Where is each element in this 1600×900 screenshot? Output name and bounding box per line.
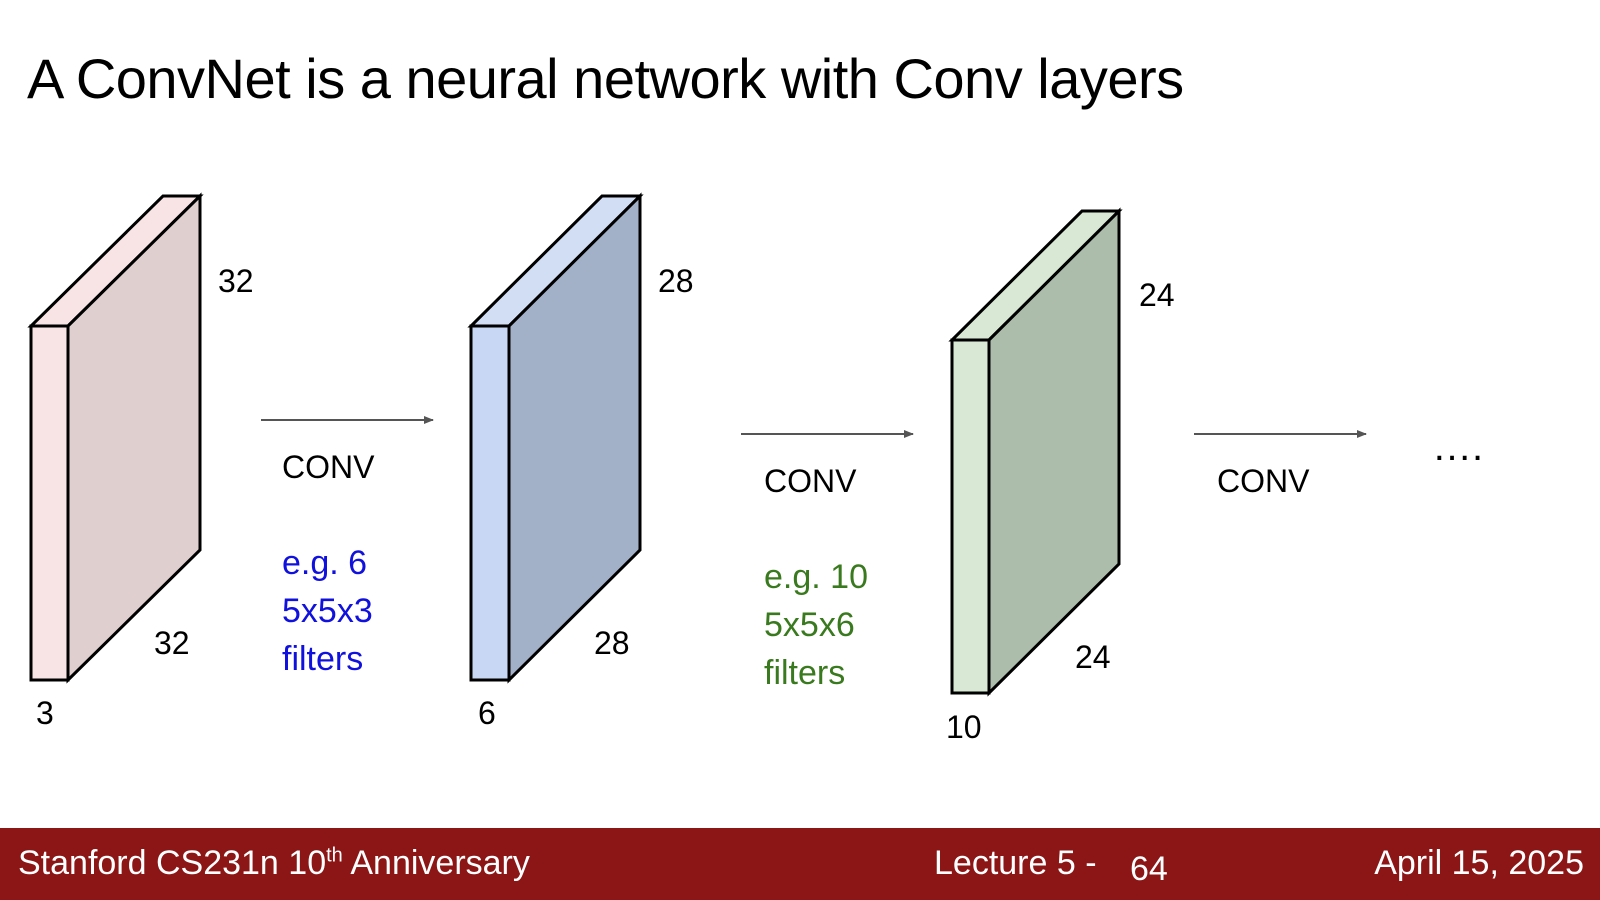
- conv-label-2: CONV: [764, 463, 857, 499]
- footer-course-name: Stanford CS231n 10: [18, 844, 327, 882]
- volume-input-width: 32: [154, 625, 190, 661]
- volume-input-depth: 3: [36, 695, 54, 731]
- volume-conv1-depth: 6: [478, 695, 496, 731]
- filters-text-2c: filters: [764, 654, 845, 692]
- ellipsis: ….: [1432, 425, 1483, 469]
- conv-layer-2: CONV e.g. 10 5x5x6 filters: [741, 430, 914, 692]
- footer-page-number: 64: [1130, 850, 1168, 888]
- volume-input: 32 32 3: [27, 192, 254, 731]
- volume-conv1-height: 28: [658, 263, 694, 299]
- volume-conv2-height: 24: [1139, 277, 1175, 313]
- volume-conv1-front: [469, 324, 511, 682]
- slide-title: A ConvNet is a neural network with Conv …: [27, 47, 1184, 110]
- filters-text-2a: e.g. 10: [764, 558, 868, 596]
- conv-label-3: CONV: [1217, 463, 1310, 499]
- volume-conv2-depth: 10: [946, 709, 982, 745]
- volume-input-height: 32: [218, 263, 254, 299]
- footer-date: April 15, 2025: [1374, 844, 1584, 882]
- footer-course-suffix: Anniversary: [342, 844, 530, 882]
- conv-label-1: CONV: [282, 449, 375, 485]
- volume-input-front: [29, 324, 70, 682]
- volume-conv2-front: [950, 338, 991, 695]
- volume-conv2-width: 24: [1075, 639, 1111, 675]
- volume-conv1-width: 28: [594, 625, 630, 661]
- footer-course-sup: th: [326, 844, 343, 867]
- volume-conv1: 28 28 6: [467, 192, 694, 731]
- convnet-diagram: 32 32 3 CONV e.g. 6 5x5x3 filters 28 28 …: [27, 192, 1483, 745]
- filters-text-2b: 5x5x6: [764, 606, 855, 644]
- footer-course: Stanford CS231n 10th Anniversary: [18, 844, 530, 883]
- filters-text-1b: 5x5x3: [282, 592, 373, 630]
- footer-lecture: Lecture 5 -: [934, 844, 1097, 882]
- conv-layer-3: CONV: [1194, 430, 1367, 499]
- conv-layer-1: CONV e.g. 6 5x5x3 filters: [261, 416, 434, 678]
- filters-text-1c: filters: [282, 640, 363, 678]
- slide-footer: Stanford CS231n 10th Anniversary Lecture…: [0, 828, 1600, 900]
- volume-conv2: 24 24 10: [946, 207, 1175, 745]
- filters-text-1a: e.g. 6: [282, 544, 367, 582]
